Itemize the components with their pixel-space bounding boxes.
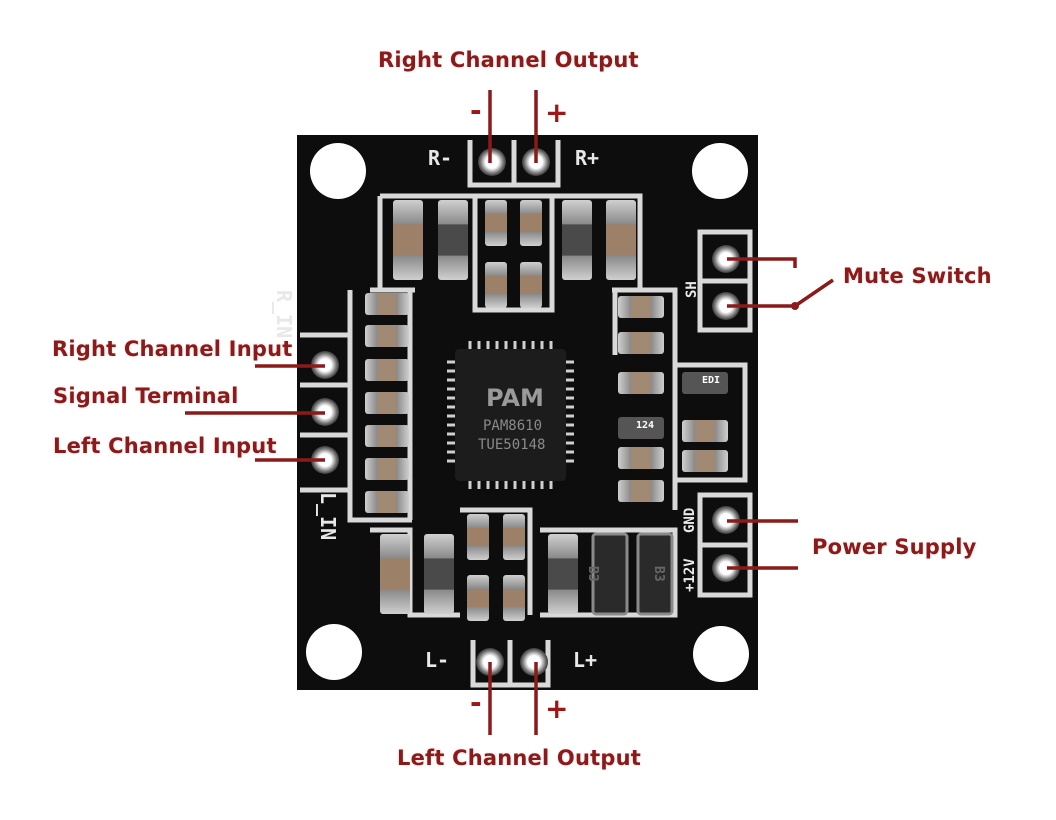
- capacitor: [503, 575, 525, 621]
- label-left-channel-output: Left Channel Output: [397, 746, 641, 770]
- chip-logo: PAM: [486, 384, 544, 412]
- capacitor: [682, 420, 728, 442]
- resistor-label-edi: EDI: [702, 375, 721, 386]
- label-left-channel-input: Left Channel Input: [53, 434, 277, 458]
- capacitor: [606, 200, 636, 280]
- pad-12v[interactable]: [712, 554, 740, 582]
- diode: [591, 532, 629, 616]
- capacitor: [618, 480, 664, 502]
- capacitor: [365, 425, 409, 447]
- inductor: [562, 200, 592, 280]
- ic-pins: [447, 341, 574, 489]
- pad-mute-2[interactable]: [712, 292, 740, 320]
- mounting-hole-top-left: [310, 143, 366, 199]
- pad-l-plus[interactable]: [520, 648, 548, 676]
- silk-12v: +12V: [682, 558, 698, 592]
- silk-sh: SH: [684, 281, 700, 298]
- capacitor: [365, 458, 409, 480]
- diode-label-1: B3: [585, 566, 600, 582]
- capacitor: [618, 332, 664, 354]
- capacitor: [380, 534, 410, 614]
- right-output-minus-sign: -: [470, 94, 482, 127]
- capacitor: [467, 514, 489, 560]
- silk-l-minus: L-: [425, 648, 450, 672]
- left-capacitor-column: [365, 293, 409, 513]
- right-capacitor-column: [618, 296, 728, 502]
- pad-gnd[interactable]: [712, 506, 740, 534]
- chip-lot-code: TUE50148: [478, 437, 546, 453]
- label-mute-switch: Mute Switch: [843, 264, 992, 288]
- capacitor: [503, 514, 525, 560]
- capacitor: [365, 293, 409, 315]
- silk-r-in: R_IN: [272, 290, 296, 339]
- capacitor: [467, 575, 489, 621]
- inductor: [548, 534, 578, 614]
- silk-l-in: L_IN: [316, 492, 340, 541]
- capacitor: [365, 491, 409, 513]
- resistor-label-124: 124: [636, 420, 655, 431]
- mute-switch-dot: [791, 302, 799, 310]
- ic-body: [455, 349, 566, 481]
- silk-r-minus: R-: [428, 146, 453, 170]
- pad-r-minus[interactable]: [478, 148, 506, 176]
- left-output-plus-sign: +: [545, 692, 569, 725]
- silk-gnd: GND: [682, 507, 698, 533]
- mounting-hole-top-right: [692, 143, 748, 199]
- inductor: [424, 534, 454, 614]
- silk-l-plus: L+: [573, 648, 598, 672]
- capacitor: [618, 447, 664, 469]
- silk-r-plus: R+: [575, 146, 600, 170]
- chip-part-number: PAM8610: [483, 418, 543, 434]
- label-right-channel-input: Right Channel Input: [52, 337, 293, 361]
- capacitor: [365, 359, 409, 381]
- pad-mute-1[interactable]: [712, 245, 740, 273]
- capacitor: [485, 262, 507, 308]
- capacitor: [520, 200, 542, 246]
- mounting-hole-bottom-left: [306, 624, 362, 680]
- capacitor: [485, 200, 507, 246]
- inductor: [438, 200, 468, 280]
- capacitor: [618, 296, 664, 318]
- diode-label-2: B3: [651, 566, 666, 582]
- left-output-minus-sign: -: [470, 686, 482, 719]
- label-power-supply: Power Supply: [812, 535, 977, 559]
- capacitor: [393, 200, 423, 280]
- label-signal-terminal: Signal Terminal: [53, 384, 239, 408]
- silkscreen-outline-sides: [300, 229, 753, 598]
- capacitor: [520, 262, 542, 308]
- leader-mute-1: [727, 257, 797, 268]
- resistor-edi: [682, 372, 728, 394]
- diode: [636, 532, 674, 616]
- capacitor: [618, 372, 664, 394]
- right-output-plus-sign: +: [545, 96, 569, 129]
- capacitor: [365, 392, 409, 414]
- capacitor: [365, 325, 409, 347]
- label-right-channel-output: Right Channel Output: [378, 48, 639, 72]
- capacitor: [682, 450, 728, 472]
- mounting-hole-bottom-right: [693, 626, 749, 682]
- resistor-124: [618, 417, 664, 439]
- pam8610-chip: [447, 341, 574, 489]
